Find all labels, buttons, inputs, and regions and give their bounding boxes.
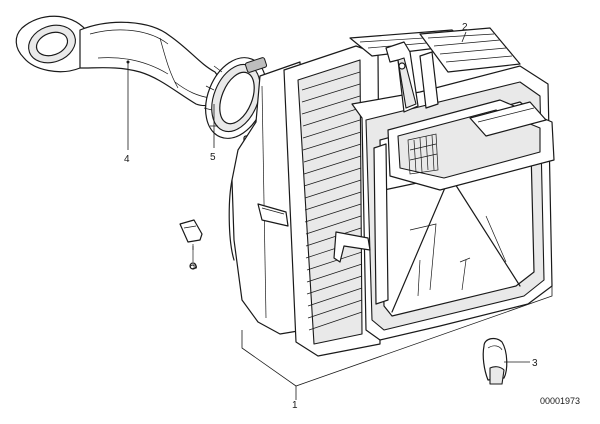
filter-top-strips — [419, 27, 521, 73]
filter-pleats — [301, 71, 363, 331]
callout-5: 5 — [210, 152, 216, 163]
assembly-bracket-line — [241, 284, 553, 400]
reference-number: 00001973 — [540, 396, 580, 406]
side-clip — [333, 231, 371, 263]
callout-6: 6 — [187, 264, 198, 270]
rubber-mount — [482, 337, 508, 385]
filter-element — [283, 29, 471, 357]
callout-labels: 1 2 3 4 5 6 — [124, 22, 538, 411]
hose-clamp — [203, 57, 268, 147]
callout-3: 3 — [532, 358, 538, 369]
leader-lines — [126, 31, 530, 363]
callout-1: 1 — [292, 400, 298, 411]
intake-hose — [15, 15, 233, 107]
callout-4: 4 — [124, 154, 130, 165]
callout-2: 2 — [462, 22, 468, 33]
grommet — [179, 219, 203, 270]
window-grid — [407, 133, 439, 175]
mounting-bracket — [385, 41, 439, 113]
cover-intake-window — [387, 99, 555, 191]
